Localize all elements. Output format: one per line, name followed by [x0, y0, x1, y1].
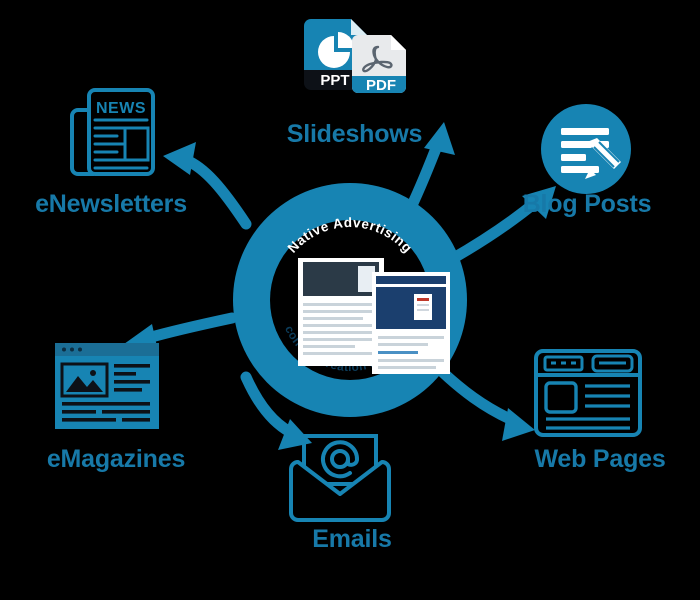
ppt-pdf-files-icon: PPT PDF: [304, 19, 406, 94]
node-emagazines[interactable]: [52, 340, 162, 437]
node-label-slideshows: Slideshows: [286, 120, 423, 148]
article-thumbnail-front: [372, 272, 450, 374]
node-slideshows[interactable]: PPT PDF: [296, 14, 414, 119]
node-enewsletters[interactable]: NEWS: [62, 84, 168, 185]
arrow-to-enewsletters: [163, 142, 252, 230]
at-symbol-icon: [321, 440, 360, 479]
node-label-web-pages: Web Pages: [534, 445, 666, 473]
pencil-document-circle-icon: [541, 104, 631, 194]
pdf-badge-label: PDF: [366, 77, 396, 94]
node-emails[interactable]: [285, 433, 395, 530]
node-blog-posts[interactable]: [539, 102, 633, 201]
web-article-page-icon: [55, 343, 159, 429]
pencil-icon: [585, 138, 621, 179]
article-thumbnail-back: [298, 258, 384, 366]
node-label-blog-posts: Blog Posts: [522, 190, 652, 218]
node-label-enewsletters: eNewsletters: [35, 190, 187, 218]
ppt-badge-label: PPT: [320, 72, 349, 89]
node-web-pages[interactable]: [533, 348, 643, 443]
node-label-emails: Emails: [312, 525, 392, 553]
news-badge-label: NEWS: [96, 100, 146, 117]
node-label-emagazines: eMagazines: [46, 445, 186, 473]
newspaper-icon: NEWS: [70, 88, 155, 176]
central-hub[interactable]: Native Advertising content creation & de…: [233, 183, 467, 417]
browser-window-icon: [534, 349, 642, 437]
envelope-at-icon: [289, 434, 391, 522]
